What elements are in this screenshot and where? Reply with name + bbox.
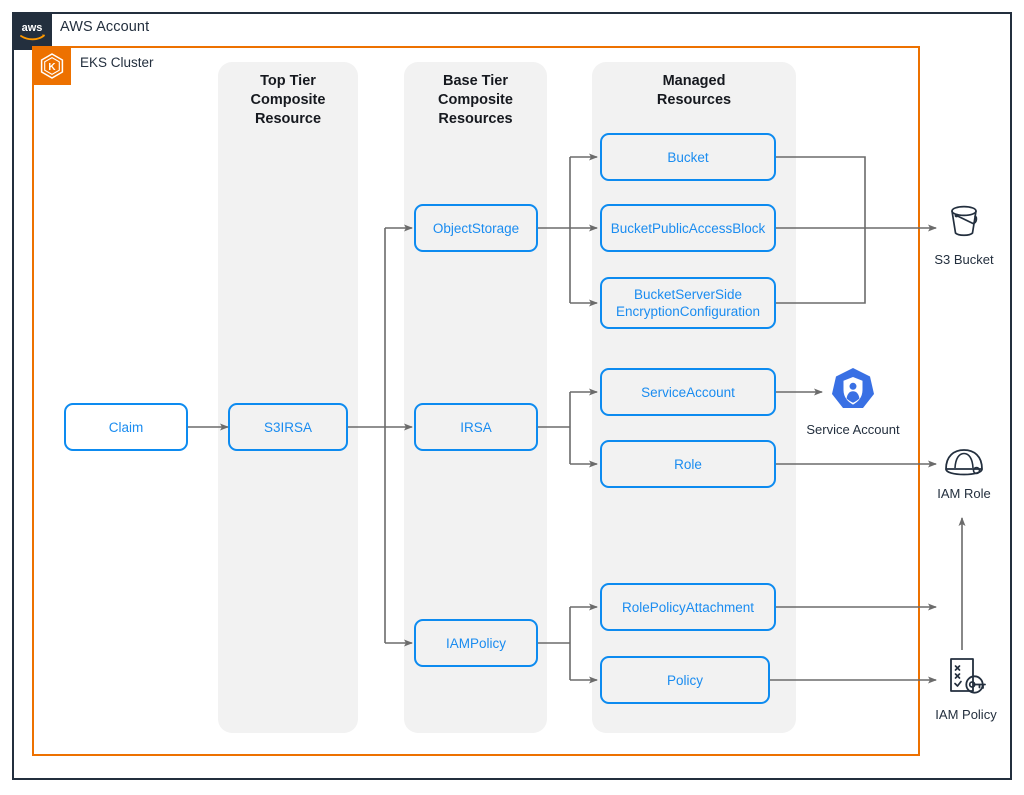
column-title-managed-resources: Managed Resources — [592, 72, 796, 110]
svg-text:K: K — [48, 62, 56, 73]
service-iam-policy: IAM Policy — [922, 655, 1010, 722]
node-serviceaccount[interactable]: ServiceAccount — [600, 368, 776, 416]
eks-cluster-label: EKS Cluster — [80, 55, 154, 70]
column-title-line: Resources — [656, 92, 732, 108]
node-irsa[interactable]: IRSA — [414, 403, 538, 451]
column-panel-top-tier — [218, 62, 358, 733]
service-caption: IAM Policy — [935, 707, 997, 722]
eks-cluster-boundary — [32, 46, 920, 756]
service-s3-bucket: S3 Bucket — [922, 198, 1006, 267]
aws-account-boundary — [12, 12, 1012, 780]
column-title-top-tier: Top Tier Composite Resource — [218, 72, 358, 129]
aws-logo-icon: aws — [12, 12, 52, 50]
node-rolepolicyattachment[interactable]: RolePolicyAttachment — [600, 583, 776, 631]
column-title-line: Composite — [250, 92, 326, 108]
service-caption: Service Account — [806, 422, 900, 437]
node-policy[interactable]: Policy — [600, 656, 770, 704]
column-title-line: Managed — [662, 73, 726, 89]
node-claim[interactable]: Claim — [64, 403, 188, 451]
column-title-line: Base Tier — [442, 73, 509, 89]
column-title-line: Resources — [438, 111, 513, 127]
s3-bucket-icon — [940, 198, 988, 246]
service-caption: IAM Role — [937, 486, 991, 501]
node-role[interactable]: Role — [600, 440, 776, 488]
service-caption: S3 Bucket — [934, 252, 994, 267]
node-label-line: BucketServerSide — [633, 287, 743, 302]
node-objectstorage[interactable]: ObjectStorage — [414, 204, 538, 252]
column-title-base-tier: Base Tier Composite Resources — [404, 72, 547, 129]
iam-policy-icon — [940, 655, 992, 701]
svg-text:aws: aws — [22, 22, 43, 34]
node-bucketserversideencryptionconfiguration[interactable]: BucketServerSide EncryptionConfiguration — [600, 277, 776, 329]
service-iam-role: IAM Role — [922, 442, 1006, 501]
column-title-line: Top Tier — [260, 73, 316, 89]
node-bucketpublicaccessblock[interactable]: BucketPublicAccessBlock — [600, 204, 776, 252]
aws-account-label: AWS Account — [60, 19, 150, 35]
kubernetes-service-account-icon — [828, 366, 878, 416]
node-iampolicy[interactable]: IAMPolicy — [414, 619, 538, 667]
column-title-line: Composite — [438, 92, 513, 108]
node-s3irsa[interactable]: S3IRSA — [228, 403, 348, 451]
eks-cluster-icon: K — [33, 47, 71, 85]
iam-role-icon — [940, 442, 988, 480]
column-title-line: Resource — [254, 111, 322, 127]
node-label-line: EncryptionConfiguration — [615, 304, 761, 319]
node-bucket[interactable]: Bucket — [600, 133, 776, 181]
service-kubernetes-service-account: Service Account — [798, 366, 908, 437]
